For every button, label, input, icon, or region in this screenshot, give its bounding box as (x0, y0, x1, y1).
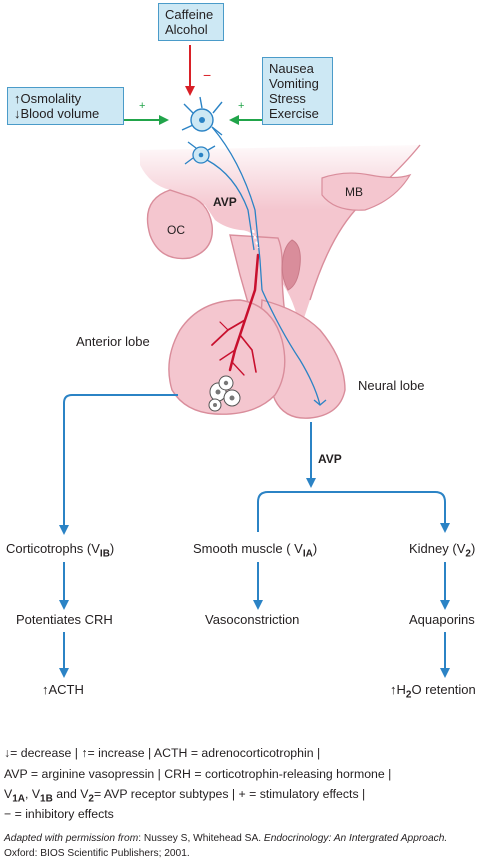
neural-lobe-label: Neural lobe (358, 378, 425, 393)
h2o-sub: 2 (405, 689, 412, 701)
caffeine-text: Caffeine (165, 7, 214, 22)
smooth-muscle-pre: Smooth muscle ( V (193, 541, 303, 556)
acth-label: ↑ACTH (42, 682, 84, 697)
smooth-muscle-label: Smooth muscle ( VIA) (193, 541, 317, 560)
minus-sign: − (203, 67, 212, 83)
osmolality-text: ↑Osmolality (14, 91, 82, 106)
corticotrophs-post: ) (109, 541, 115, 556)
kidney-label: Kidney (V2) (409, 541, 475, 560)
h2o-retention-label: ↑H2O retention (390, 682, 476, 701)
corticotroph-cells (208, 375, 241, 412)
corticotrophs-label: Corticotrophs (VIB) (6, 541, 114, 560)
ridge-shape (281, 239, 301, 291)
corticotrophs-sub: IB (99, 548, 110, 560)
citation-lead: Adapted with permission from (4, 833, 139, 844)
potentiates-crh-label: Potentiates CRH (16, 612, 113, 627)
oc-label: OC (167, 223, 185, 237)
arrow-to-corticotrophs (59, 394, 178, 535)
vomiting-text: Vomiting (269, 76, 319, 91)
kidney-pre: Kidney (V (409, 541, 466, 556)
neuron-top (181, 96, 223, 136)
corticotrophs-pre: Corticotrophs (V (6, 541, 100, 556)
legend-line-2: AVP = arginine vasopressin | CRH = corti… (4, 767, 392, 781)
smooth-muscle-post: ) (312, 541, 318, 556)
legend-line-1: ↓= decrease | ↑= increase | ACTH = adren… (4, 746, 321, 760)
osmolality-box: ↑Osmolality ↓Blood volume (7, 87, 124, 125)
axons (206, 126, 327, 406)
anterior-lobe-label: Anterior lobe (76, 334, 150, 349)
alcohol-text: Alcohol (165, 22, 208, 37)
vasoconstriction-label: Vasoconstriction (205, 612, 300, 627)
avp-mid-label: AVP (318, 452, 342, 466)
aquaporins-label: Aquaporins (409, 612, 475, 627)
split-bracket (257, 491, 450, 533)
optic-chiasm-shape (146, 189, 214, 260)
caffeine-alcohol-box: Caffeine Alcohol (158, 3, 224, 41)
anterior-lobe-shape (168, 299, 286, 415)
smooth-muscle-sub: IA (302, 548, 313, 560)
nausea-box: Nausea Vomiting Stress Exercise (262, 57, 333, 125)
mb-label: MB (345, 185, 363, 199)
citation-title: Endocrinology: An Intergrated Approach. (263, 833, 448, 844)
avp-top-label: AVP (213, 195, 237, 209)
blood-volume-text: ↓Blood volume (14, 106, 100, 121)
plus-sign-right: + (238, 100, 245, 112)
exercise-text: Exercise (269, 106, 319, 121)
blood-vessels (211, 253, 260, 376)
nausea-text: Nausea (269, 61, 314, 76)
stress-text: Stress (269, 91, 306, 106)
legend-line-3: V1A, V1B and V2= AVP receptor subtypes |… (4, 787, 366, 805)
legend-line-4: − = inhibitory effects (4, 807, 114, 821)
citation-authors: : Nussey S, Whitehead SA. (138, 833, 264, 844)
kidney-post: ) (470, 541, 476, 556)
citation-line-2: Oxford: BIOS Scientific Publishers; 2001… (4, 848, 190, 859)
mammillary-body-shape (321, 172, 412, 211)
plus-sign-left: + (139, 100, 146, 112)
citation-line-1: Adapted with permission from: Nussey S, … (4, 833, 447, 844)
h2o-post: O retention (411, 682, 476, 697)
kidney-sub: 2 (465, 548, 471, 560)
h2o-pre: ↑H (390, 682, 406, 697)
